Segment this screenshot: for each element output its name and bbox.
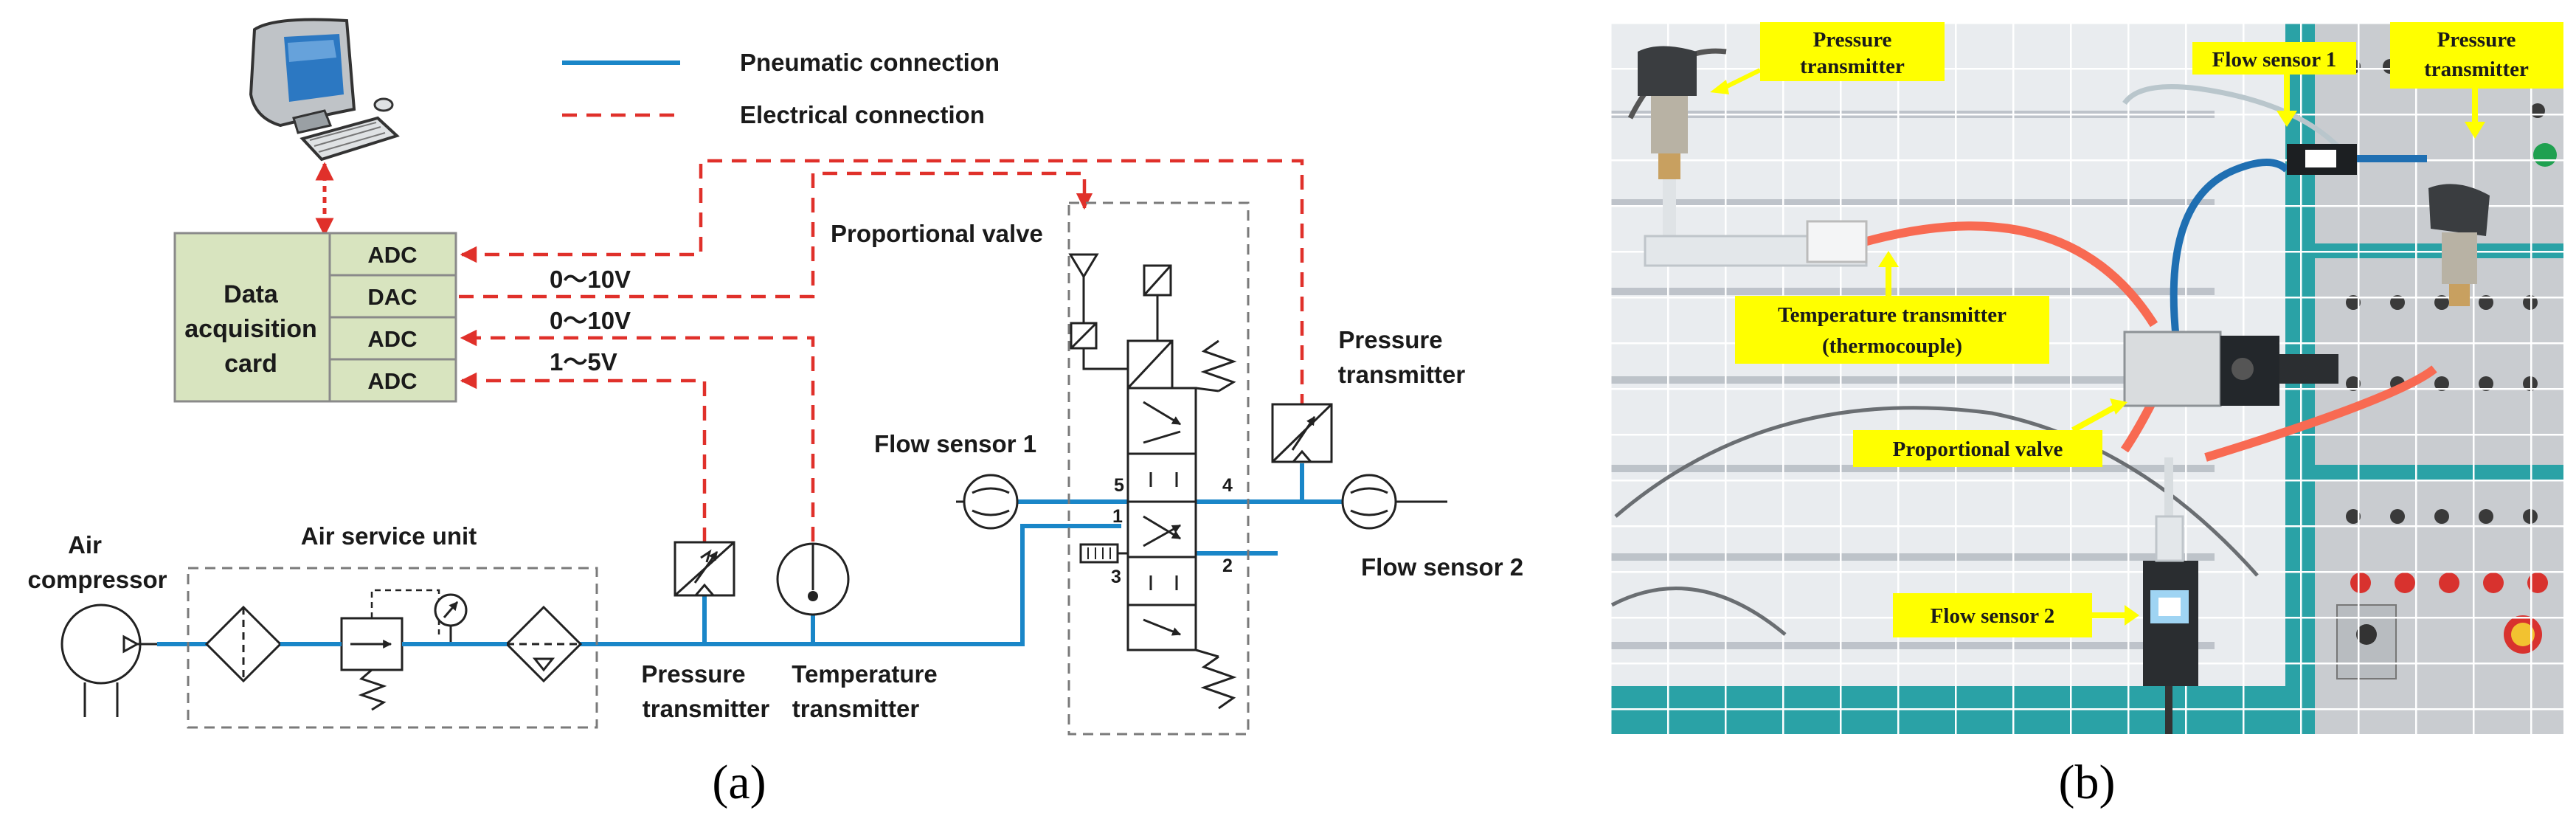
callout-flow-sensor-2: Flow sensor 2 [1893, 593, 2139, 637]
legend: Pneumatic connection Electrical connecti… [562, 49, 1000, 128]
callout-temperature-transmitter: Temperature transmitter (thermocouple) [1735, 251, 2049, 364]
compressor-symbol [60, 604, 157, 717]
caption-a: (a) [712, 755, 766, 809]
legend-electrical-label: Electrical connection [740, 101, 985, 128]
callout-pressure-transmitter-left: Pressure transmitter [1710, 22, 1945, 94]
daq-title-line-1: Data [224, 280, 279, 308]
daq-port-4: ADC [367, 368, 417, 394]
daq-port-2: DAC [367, 284, 417, 310]
port-1: 1 [1112, 506, 1123, 527]
legend-pneumatic-label: Pneumatic connection [740, 49, 1000, 76]
thermometer-symbol [776, 542, 850, 616]
air-service-unit-label: Air service unit [301, 522, 477, 550]
temperature-transmitter-label-1: Temperature [792, 660, 937, 688]
electrical-lines [459, 159, 1304, 590]
air-compressor-label-1: Air [68, 531, 102, 558]
callout-pressure-transmitter-right-line-2: transmitter [2424, 58, 2529, 81]
callout-flow-sensor-1: Flow sensor 1 [2192, 42, 2356, 127]
daq-port-3: ADC [367, 326, 417, 352]
proportional-valve-label: Proportional valve [831, 220, 1043, 247]
computer-icon [249, 18, 400, 162]
photo-proportional-valve [2123, 331, 2338, 407]
signal-label-3: 1～5V [550, 348, 617, 376]
callout-proportional-valve-text: Proportional valve [1893, 438, 2063, 461]
photo-flow-sensor-2 [2143, 515, 2198, 686]
temperature-transmitter-label-2: transmitter [792, 695, 920, 722]
air-compressor-label-2: compressor [28, 566, 167, 593]
filter-symbol [204, 605, 283, 683]
callout-proportional-valve: Proportional valve [1853, 398, 2127, 467]
flow-sensor-1-label: Flow sensor 1 [874, 430, 1036, 457]
port-2: 2 [1222, 556, 1233, 576]
signal-label-1: 0～10V [550, 266, 631, 293]
port-4: 4 [1222, 475, 1233, 496]
proportional-valve-box [1067, 201, 1250, 736]
pressure-transmitter-right-label-2: transmitter [1338, 361, 1466, 388]
pressure-transmitter-right-label-1: Pressure [1338, 326, 1442, 353]
silencer-symbol [1079, 543, 1128, 564]
callout-flow-sensor-1-text: Flow sensor 1 [2212, 48, 2337, 72]
flow-meter-symbol-2 [1341, 474, 1447, 530]
photo-pressure-transmitter-right [2428, 184, 2490, 306]
regulator-symbol [340, 589, 440, 711]
pressure-transducer-right [1271, 403, 1333, 463]
flow-meter-symbol-1 [956, 474, 1019, 530]
port-3: 3 [1111, 567, 1121, 587]
callout-pressure-transmitter-right: Pressure transmitter [2390, 22, 2563, 139]
lubricator-symbol [505, 605, 583, 683]
callout-temperature-transmitter-line-1: Temperature transmitter [1778, 303, 2007, 327]
photo-pressure-transmitter-left [1638, 46, 1697, 238]
panel-a: Pneumatic connection Electrical connecti… [28, 18, 1523, 809]
callout-pressure-transmitter-left-line-2: transmitter [1800, 55, 1905, 78]
port-5: 5 [1114, 475, 1124, 496]
pneumatic-lines [157, 463, 1343, 646]
valve-symbol [1068, 253, 1237, 710]
caption-b: (b) [2059, 755, 2116, 809]
callout-flow-sensor-2-text: Flow sensor 2 [1931, 604, 2055, 628]
daq-card: Data acquisition card ADC DAC ADC ADC [173, 232, 457, 403]
flow-sensor-2-label: Flow sensor 2 [1361, 553, 1523, 581]
panel-b: Pressure transmitter Flow sensor 1 Press… [1610, 22, 2563, 809]
signal-label-2: 0～10V [550, 307, 631, 334]
gauge-symbol [434, 593, 468, 644]
callout-pressure-transmitter-left-line-1: Pressure [1813, 28, 1892, 52]
daq-title-line-2: acquisition [184, 315, 316, 343]
pressure-transmitter-bottom-label-2: transmitter [643, 695, 770, 722]
callout-pressure-transmitter-right-line-1: Pressure [2437, 28, 2516, 52]
daq-title-line-3: card [224, 350, 277, 378]
pressure-transducer-bottom [674, 541, 735, 597]
pressure-transmitter-bottom-label-1: Pressure [641, 660, 745, 688]
air-service-unit-box [187, 567, 598, 729]
daq-port-1: ADC [367, 242, 417, 268]
callout-temperature-transmitter-line-2: (thermocouple) [1822, 334, 1962, 358]
